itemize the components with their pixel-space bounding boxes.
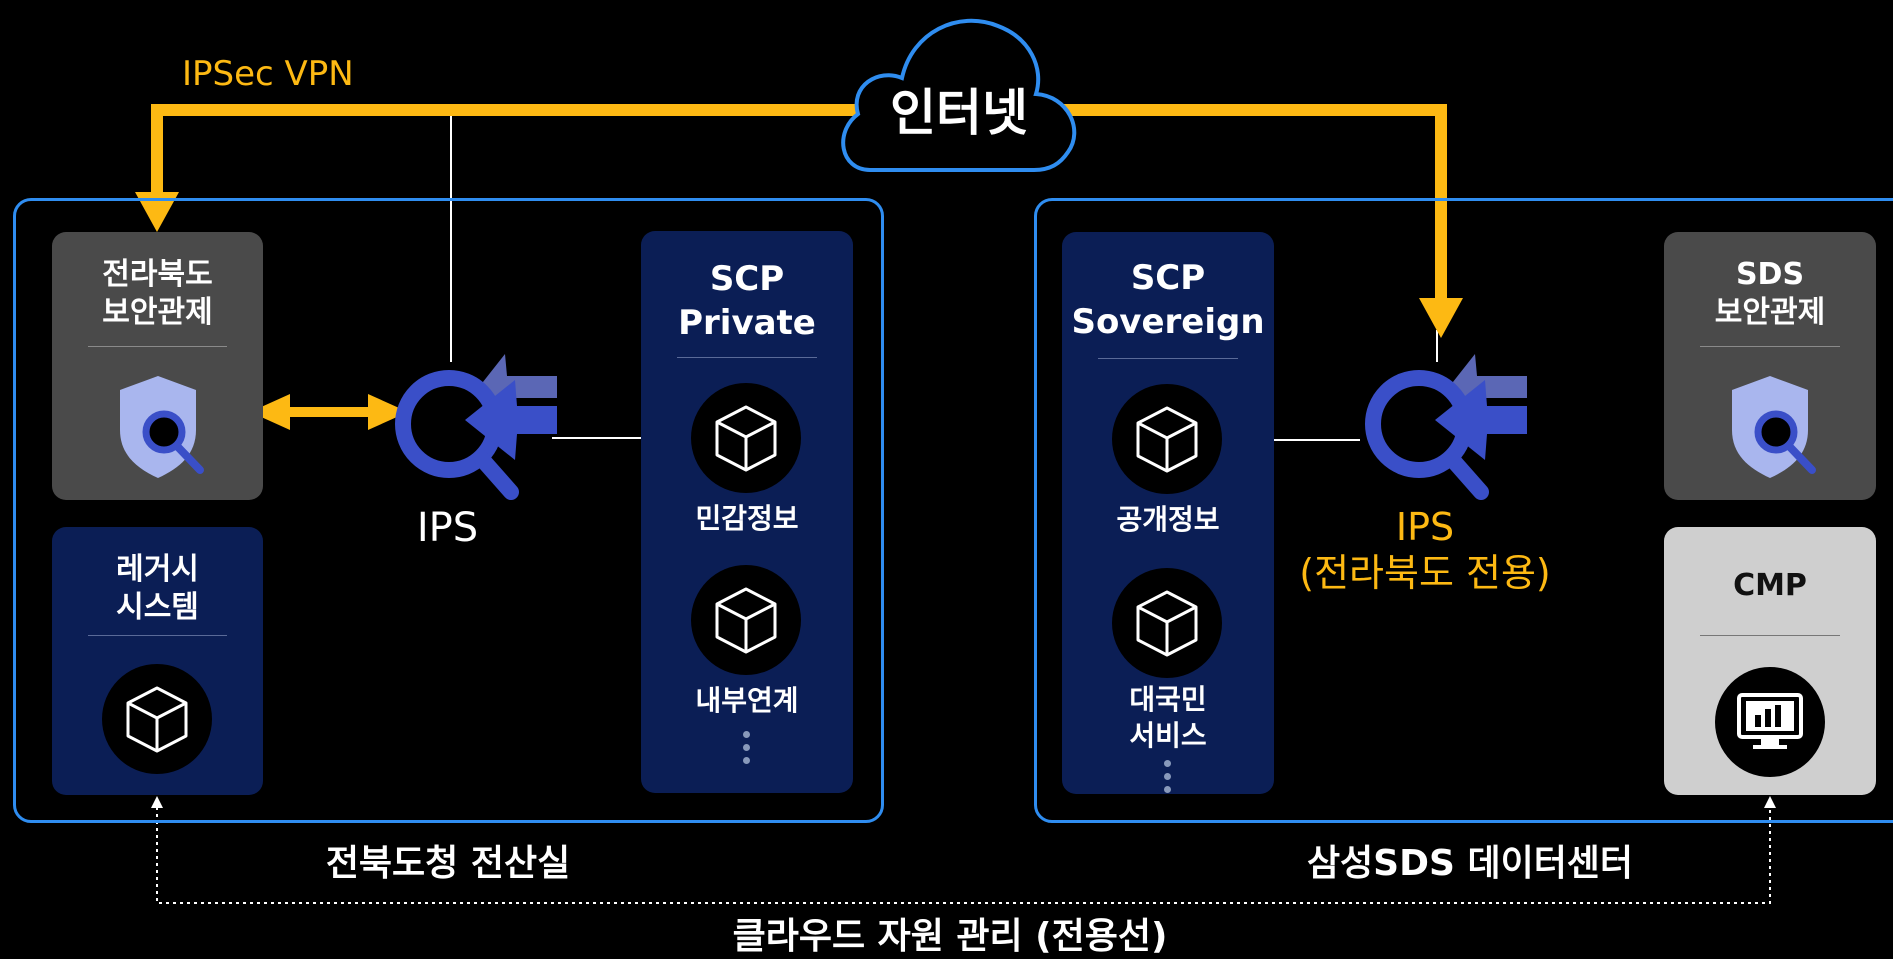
divider	[88, 346, 227, 347]
divider	[1700, 346, 1840, 347]
right-ips-label: IPS (전라북도 전용)	[1299, 505, 1551, 595]
vpn-label: IPSec VPN	[182, 54, 354, 94]
jeonbuk-security-card: 전라북도 보안관제	[52, 232, 263, 500]
scp-sovereign-card: SCP Sovereign 공개정보 대국민 서비스	[1062, 232, 1274, 794]
cube-icon	[126, 686, 188, 753]
jeonbuk-security-title: 전라북도 보안관제	[102, 257, 213, 330]
right-zone-label: 삼성SDS 데이터센터	[1306, 843, 1634, 884]
cmp-node	[1715, 667, 1825, 777]
cloud-icon	[841, 18, 1077, 172]
left-zone-label: 전북도청 전산실	[325, 843, 571, 884]
divider	[677, 357, 817, 358]
citizen-service-node	[1112, 568, 1222, 678]
right-zone	[1034, 198, 1893, 823]
internet-cloud: 인터넷	[830, 2, 1088, 174]
shield-search-icon	[120, 376, 204, 478]
sensitive-info-label: 민감정보	[695, 502, 799, 535]
dedicated-line-label: 클라우드 자원 관리 (전용선)	[732, 916, 1168, 957]
cmp-title: CMP	[1733, 568, 1807, 603]
public-info-node	[1112, 384, 1222, 494]
legacy-node	[102, 664, 212, 774]
cube-icon	[1136, 406, 1198, 473]
sds-security-card: SDS 보안관제	[1664, 232, 1876, 500]
citizen-service-label: 대국민 서비스	[1129, 683, 1207, 752]
more-dots	[743, 731, 751, 770]
legacy-system-title: 레거시 시스템	[116, 552, 199, 625]
cube-icon	[1136, 590, 1198, 657]
public-info-label: 공개정보	[1116, 503, 1220, 536]
divider	[1098, 358, 1238, 359]
left-zone	[13, 198, 884, 823]
right-ips-icon	[1365, 354, 1527, 500]
divider	[88, 635, 227, 636]
left-ips-label: IPS	[416, 505, 479, 551]
cmp-card: CMP	[1664, 527, 1876, 795]
monitor-chart-icon	[1737, 693, 1803, 749]
scp-private-title: SCP Private	[678, 259, 816, 343]
scp-sovereign-title: SCP Sovereign	[1071, 258, 1265, 342]
sensitive-info-node	[691, 383, 801, 493]
cube-icon	[715, 405, 777, 472]
cloud-label: 인터넷	[890, 84, 1028, 142]
internal-link-label: 내부연계	[695, 684, 799, 717]
shield-search-icon	[1732, 376, 1816, 478]
scp-private-card: SCP Private 민감정보 내부연계	[641, 231, 853, 793]
sds-security-title: SDS 보안관제	[1714, 257, 1826, 330]
divider	[1700, 635, 1840, 636]
cube-icon	[715, 587, 777, 654]
legacy-system-card: 레거시 시스템	[52, 527, 263, 795]
left-ips-icon	[395, 354, 557, 500]
internal-link-node	[691, 565, 801, 675]
more-dots	[1164, 760, 1172, 799]
